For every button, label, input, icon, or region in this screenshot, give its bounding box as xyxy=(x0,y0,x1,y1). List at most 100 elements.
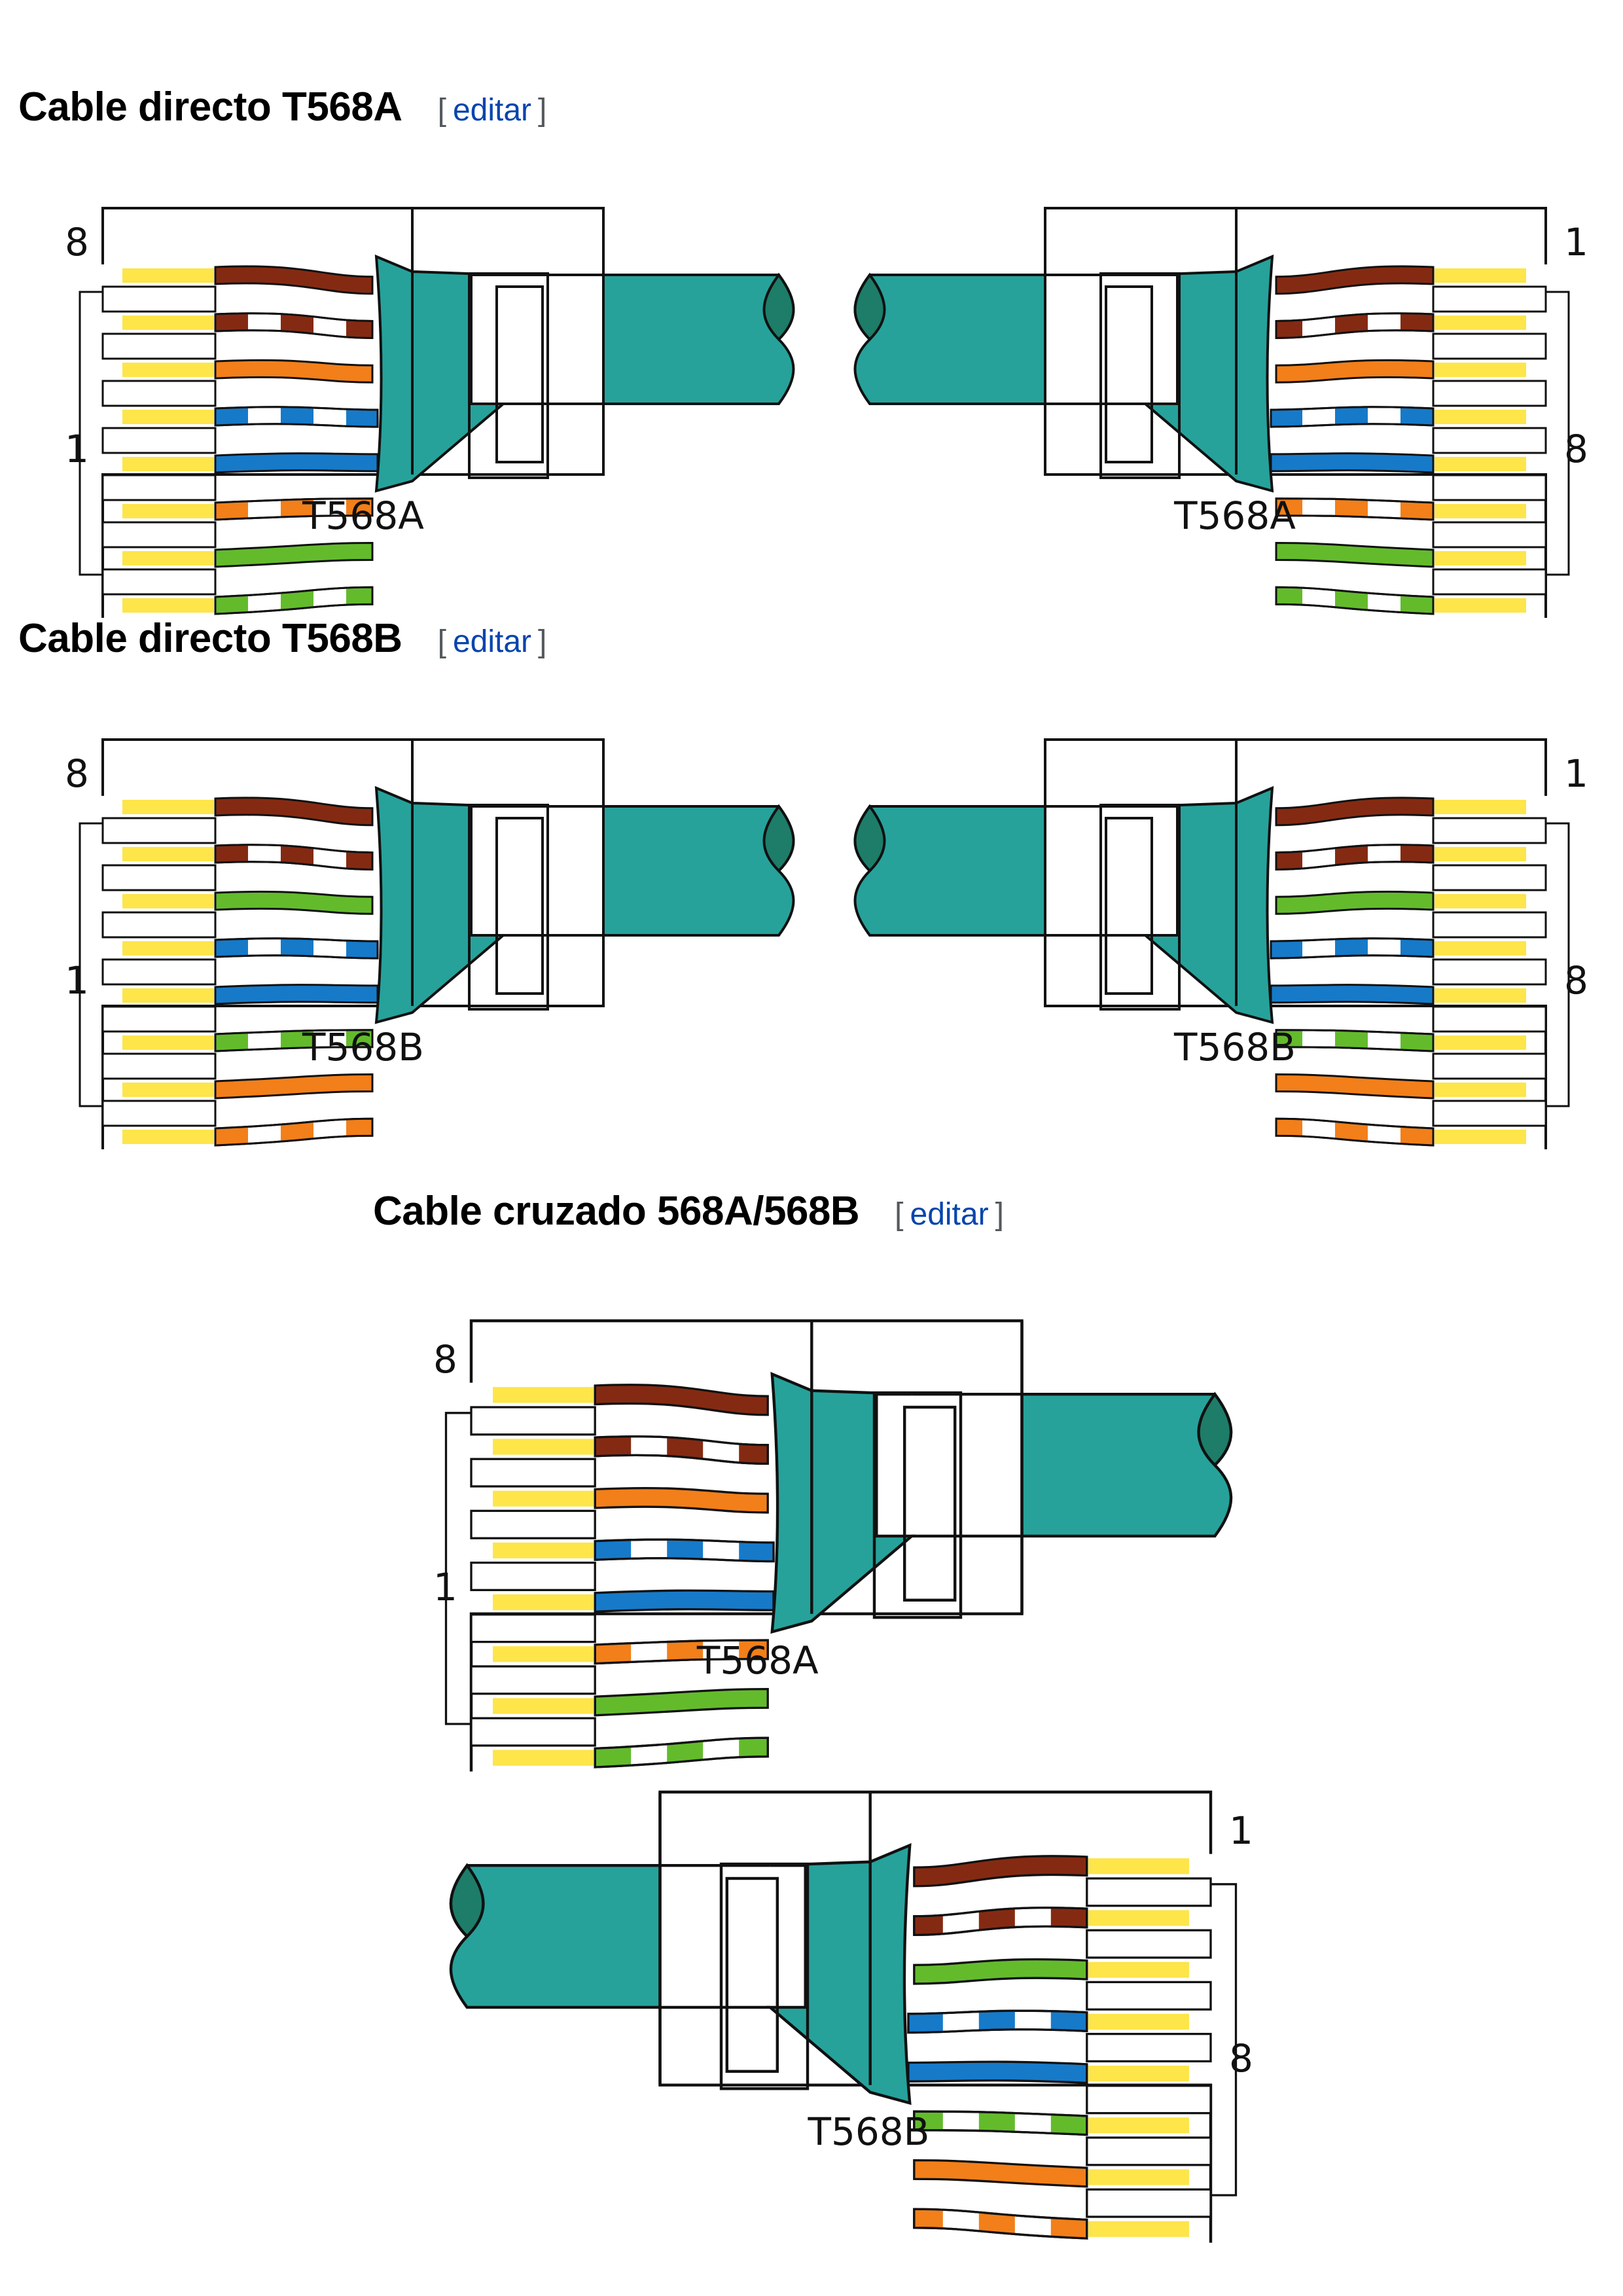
plug-tab-outline xyxy=(79,822,103,1107)
wire-insulation xyxy=(913,1958,1088,1985)
wire-blue xyxy=(1270,452,1526,474)
comb-divider xyxy=(101,521,217,548)
pin-contact xyxy=(1435,1083,1526,1097)
comb-divider xyxy=(101,1005,217,1033)
pin-contact xyxy=(1088,1858,1189,1874)
comb-divider xyxy=(101,1100,217,1127)
wiring-standard-label: T568A xyxy=(696,1638,819,1683)
comb-divider xyxy=(1086,1877,1212,1907)
wire-insulation xyxy=(214,541,374,568)
pin-contact xyxy=(493,1594,594,1611)
comb-divider xyxy=(1086,2032,1212,2063)
wire-insulation xyxy=(214,797,374,827)
wire-stripe xyxy=(1400,498,1433,520)
latch-inner xyxy=(495,285,544,463)
pin-contact xyxy=(493,1646,594,1662)
wire-stripe xyxy=(1335,587,1368,614)
cable-cut-end xyxy=(762,804,795,873)
comb-divider xyxy=(470,1561,596,1592)
wire-insulation xyxy=(1270,452,1435,474)
wire-stripe xyxy=(1400,1119,1433,1145)
pin-contact xyxy=(1435,894,1526,908)
comb-divider xyxy=(101,427,217,454)
edit-section-link[interactable]: editar xyxy=(452,93,532,128)
comb-divider xyxy=(470,1613,596,1643)
comb-divider xyxy=(1432,864,1547,891)
pin-contact xyxy=(122,1130,214,1144)
pin-contact xyxy=(1088,2221,1189,2237)
cable-cut-end xyxy=(853,804,886,873)
wire-bundle xyxy=(1270,265,1526,615)
pin-label-top: 1 xyxy=(1229,1808,1253,1853)
wire-white-blue xyxy=(122,937,379,960)
latch-inner xyxy=(1105,285,1153,463)
pin-contact xyxy=(1435,1130,1526,1144)
wire-stripe xyxy=(215,1119,248,1145)
pin-contact xyxy=(1435,1035,1526,1050)
wire-stripe xyxy=(1335,1030,1368,1051)
wire-orange xyxy=(1275,359,1526,384)
wire-insulation xyxy=(214,265,374,295)
wire-insulation xyxy=(907,2060,1088,2085)
pin-contact xyxy=(493,1490,594,1507)
wire-insulation xyxy=(214,452,379,474)
wire-white-orange xyxy=(1275,497,1526,521)
wire-insulation xyxy=(1275,359,1435,384)
pin-contact xyxy=(1088,2013,1189,2030)
plug-tab-outline xyxy=(444,1412,471,1725)
wire-brown xyxy=(122,265,374,295)
comb-divider xyxy=(1432,1005,1547,1033)
comb-divider xyxy=(101,380,217,407)
section-title: Cable cruzado 568A/568B xyxy=(373,1189,860,1234)
wire-insulation xyxy=(913,2159,1088,2188)
wire-insulation xyxy=(594,1589,775,1613)
bracket-open: [ xyxy=(895,1197,904,1232)
wire-orange xyxy=(122,359,374,384)
connectors-layer: 81T568A18T568A81T568B18T568B81T568A18T56… xyxy=(65,207,1588,2243)
plug-tab-outline xyxy=(1546,291,1570,576)
wire-orange xyxy=(122,1073,374,1100)
wire-stripe xyxy=(1050,2209,1087,2239)
wire-stripe xyxy=(215,498,248,520)
comb-divider xyxy=(470,1509,596,1539)
pin-contact xyxy=(122,941,214,956)
section-heading-straight-a: Cable directo T568A [editar] xyxy=(18,84,546,130)
pin-contact xyxy=(1435,363,1526,377)
pin-contact xyxy=(1435,268,1526,283)
edit-section-link[interactable]: editar xyxy=(910,1197,989,1232)
wire-bundle xyxy=(907,1855,1189,2240)
wire-stripe xyxy=(978,2209,1015,2239)
latch-inner xyxy=(1105,817,1153,995)
pin-contact xyxy=(1435,457,1526,471)
comb-divider xyxy=(1432,817,1547,844)
cable-boot xyxy=(374,254,507,493)
pin-label-top: 1 xyxy=(1564,220,1588,264)
pin-contact xyxy=(122,410,214,424)
wire-orange xyxy=(913,2159,1189,2188)
wire-orange xyxy=(493,1486,769,1514)
section-title: Cable directo T568A xyxy=(18,84,402,130)
wire-white-green xyxy=(1275,1029,1526,1052)
pin-label-bottom: 1 xyxy=(65,958,89,1003)
wire-green xyxy=(913,1958,1189,1985)
edit-section-link[interactable]: editar xyxy=(452,624,532,659)
wire-insulation xyxy=(1275,1073,1435,1100)
pin-contact xyxy=(122,847,214,861)
bracket-close: ] xyxy=(538,93,547,128)
wire-blue xyxy=(493,1589,775,1613)
bracket-open: [ xyxy=(437,624,446,659)
pin-contact xyxy=(122,1035,214,1050)
wire-stripe xyxy=(1400,587,1433,614)
wire-insulation xyxy=(1275,541,1435,568)
pin-contact xyxy=(1435,410,1526,424)
pin-contact xyxy=(1435,315,1526,330)
section-heading-straight-b: Cable directo T568B [editar] xyxy=(18,615,546,662)
comb-divider xyxy=(1432,474,1547,501)
wire-stripe xyxy=(595,1738,632,1768)
bracket-close: ] xyxy=(538,624,547,659)
wire-stripe xyxy=(1335,1119,1368,1145)
